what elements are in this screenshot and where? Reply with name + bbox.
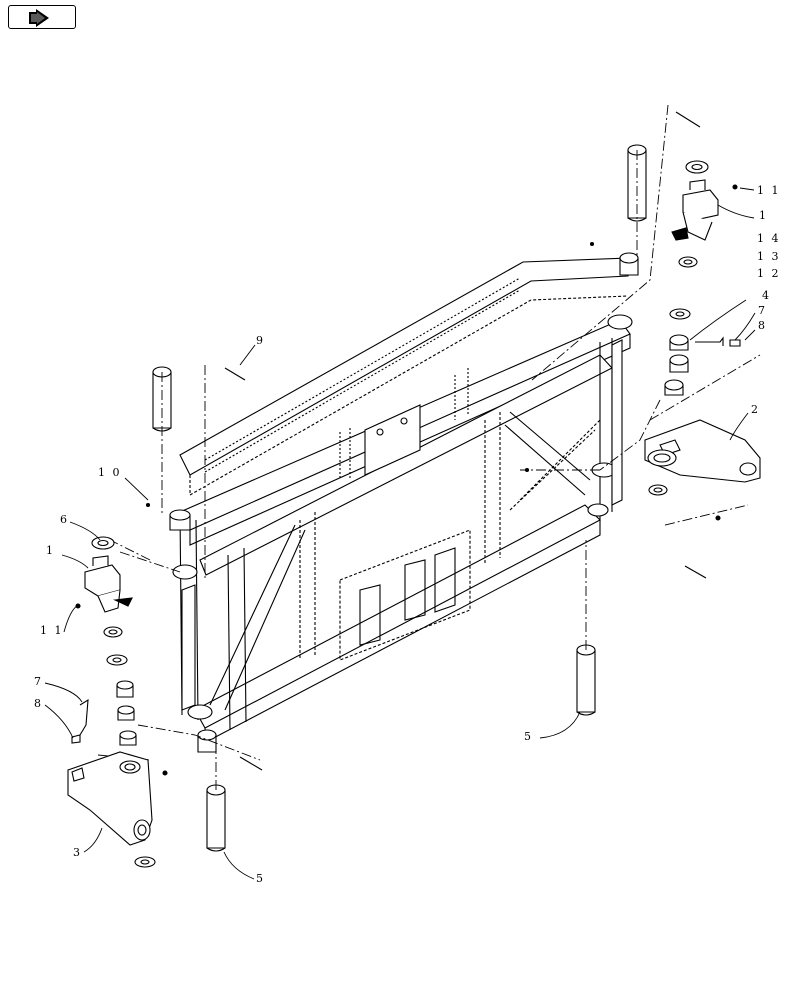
callout-10: 1 0 [98, 466, 122, 479]
assembly-centerlines [97, 104, 761, 790]
hinge-plate-left [67, 751, 168, 868]
callout-12: 1 2 [757, 267, 781, 280]
pin-tube-bottom-left [206, 784, 226, 852]
hinge-bracket-left [75, 536, 133, 638]
bolt-9 [224, 367, 246, 381]
callout-leaders [44, 187, 756, 880]
callout-14: 1 4 [757, 232, 781, 245]
navigate-back-arrow-icon [29, 9, 49, 27]
bolt-bottom-left [239, 756, 263, 771]
hinge-bracket-top-right [671, 160, 738, 268]
hinge-plate-right [644, 419, 761, 521]
callout-7-left: 7 [34, 675, 43, 688]
callout-7-right: 7 [758, 304, 767, 317]
callout-1-left: 1 [46, 544, 55, 557]
callout-1-top: 1 [759, 209, 768, 222]
callout-5-bottom: 5 [256, 872, 265, 885]
callout-5-right: 5 [524, 730, 533, 743]
bushing-stack-left [71, 654, 137, 746]
callout-13: 1 3 [757, 250, 781, 263]
bushing-stack-right [664, 308, 741, 396]
callout-6: 6 [60, 513, 69, 526]
callout-8-left: 8 [34, 697, 43, 710]
callout-2: 2 [751, 403, 760, 416]
bolt-bottom-right [684, 565, 707, 579]
bolt-top [675, 111, 701, 128]
navigation-button[interactable] [8, 5, 76, 29]
callout-9: 9 [256, 334, 265, 347]
boom-frame [169, 252, 639, 753]
callout-3: 3 [73, 846, 82, 859]
callout-4: 4 [762, 289, 771, 302]
pin-tube-bottom-right [576, 644, 596, 716]
callout-8-right: 8 [758, 319, 767, 332]
callout-11-top: 1 1 [757, 184, 781, 197]
callout-11-left: 1 1 [40, 624, 64, 637]
